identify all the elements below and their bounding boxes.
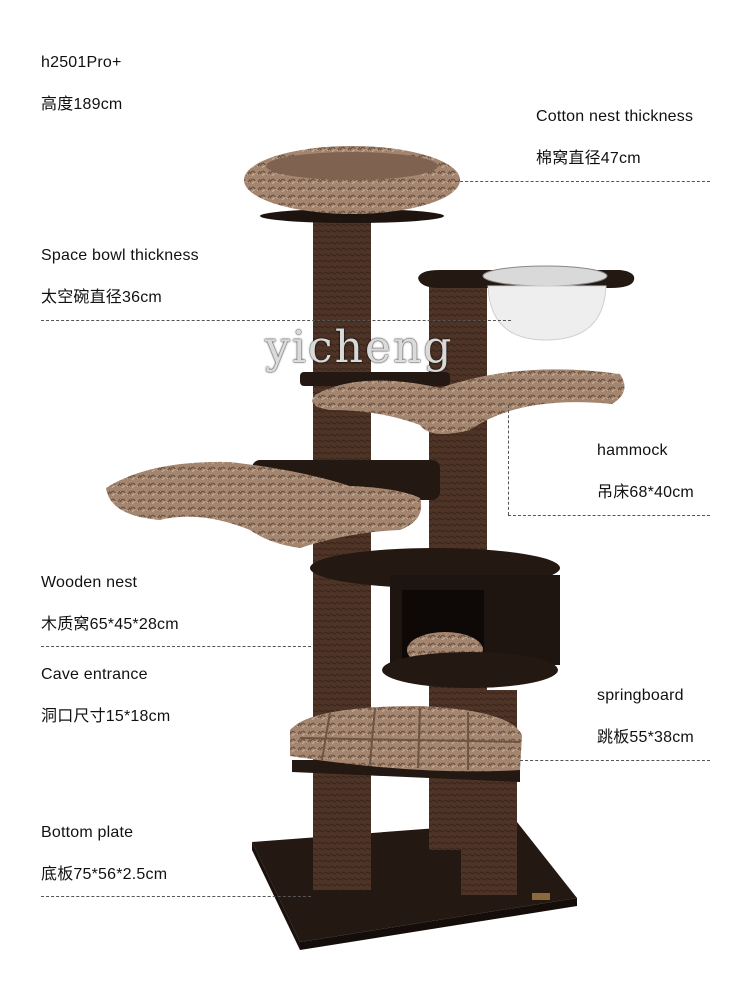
bottom-plate-cn: 底板75*56*2.5cm xyxy=(41,866,168,883)
height-label: 高度189cm xyxy=(41,96,123,113)
bottom-plate xyxy=(252,822,577,950)
space-bowl-leader xyxy=(41,320,511,321)
hammock-leader xyxy=(508,515,710,516)
wooden-nest-box xyxy=(310,548,560,688)
hammock-cn: 吊床68*40cm xyxy=(597,484,694,501)
bottom-plate-en: Bottom plate xyxy=(41,824,134,841)
hammock-en: hammock xyxy=(597,442,668,459)
cotton-nest-cn: 棉窝直径47cm xyxy=(536,150,641,167)
wooden-nest-en: Wooden nest xyxy=(41,574,138,591)
wooden-nest-leader xyxy=(41,646,311,647)
space-bowl-platform xyxy=(418,265,635,341)
left-hammock xyxy=(106,460,440,548)
cave-entrance-cn: 洞口尺寸15*18cm xyxy=(41,708,171,725)
top-cotton-nest xyxy=(244,146,460,223)
watermark: yicheng xyxy=(265,322,454,373)
bottom-plate-leader xyxy=(41,896,311,897)
springboard-cn: 跳板55*38cm xyxy=(597,729,694,746)
hammock-leader-vertical xyxy=(508,405,509,515)
springboard-leader xyxy=(520,760,710,761)
model-label: h2501Pro+ xyxy=(41,54,122,71)
springboard-cushion xyxy=(290,706,522,782)
cotton-nest-en: Cotton nest thickness xyxy=(536,108,694,125)
cave-entrance-en: Cave entrance xyxy=(41,666,148,683)
wooden-nest-cn: 木质窝65*45*28cm xyxy=(41,616,179,633)
space-bowl-cn: 太空碗直径36cm xyxy=(41,289,162,306)
springboard-en: springboard xyxy=(597,687,684,704)
right-hammock xyxy=(300,369,625,434)
space-bowl-en: Space bowl thickness xyxy=(41,247,199,264)
cotton-nest-leader xyxy=(455,181,710,182)
